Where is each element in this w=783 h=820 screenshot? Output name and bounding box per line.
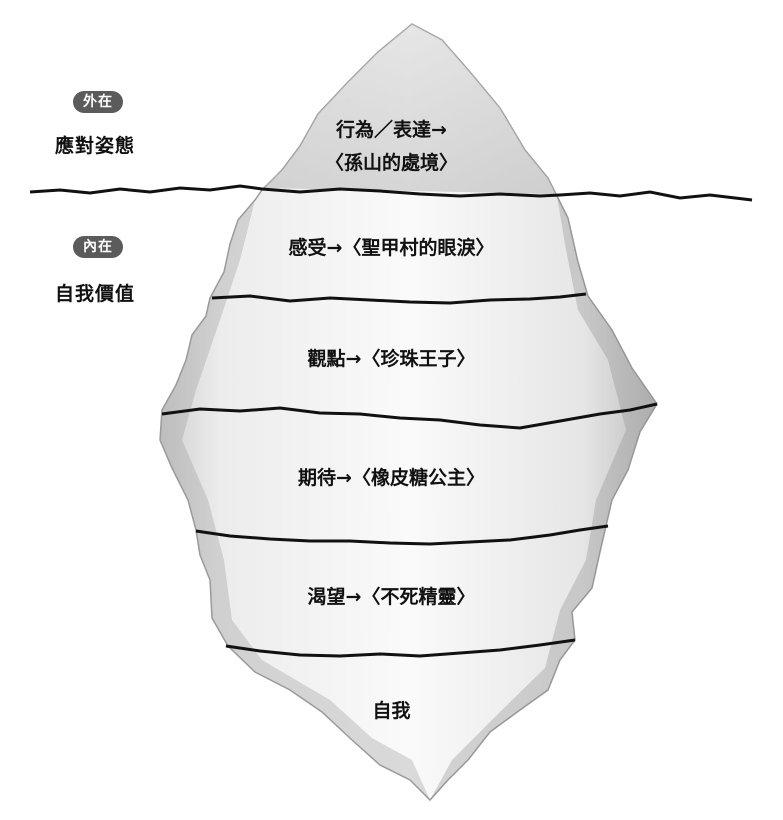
layer-self: 自我 — [372, 700, 411, 722]
layer-divider-4 — [225, 638, 576, 658]
iceberg-right-edge-shading — [430, 196, 657, 800]
layer-divider-2 — [161, 402, 658, 430]
layer-feelings: 感受→〈聖甲村的眼淚〉 — [288, 237, 495, 259]
layer-behavior-line1: 行為／表達→ — [336, 119, 447, 141]
layer-behavior: 行為／表達→ 〈孫山的處境〉 — [0, 115, 783, 175]
iceberg-tip — [262, 24, 556, 194]
outer-label: 應對姿態 — [55, 135, 136, 157]
layer-divider-3 — [195, 524, 609, 546]
iceberg-body — [159, 23, 658, 802]
waterline — [29, 184, 753, 202]
layer-behavior-line2: 〈孫山的處境〉 — [324, 152, 458, 174]
inner-label: 自我價值 — [55, 283, 136, 305]
iceberg-left-edge-shading — [160, 200, 430, 800]
layer-divider-1 — [211, 292, 587, 305]
layer-perceptions: 觀點→〈珍珠王子〉 — [307, 348, 476, 370]
layer-yearnings: 渴望→〈不死精靈〉 — [307, 586, 476, 608]
layer-expectations: 期待→〈橡皮糖公主〉 — [298, 467, 485, 489]
inner-badge: 內在 — [73, 236, 123, 258]
outer-badge: 外在 — [73, 91, 123, 113]
